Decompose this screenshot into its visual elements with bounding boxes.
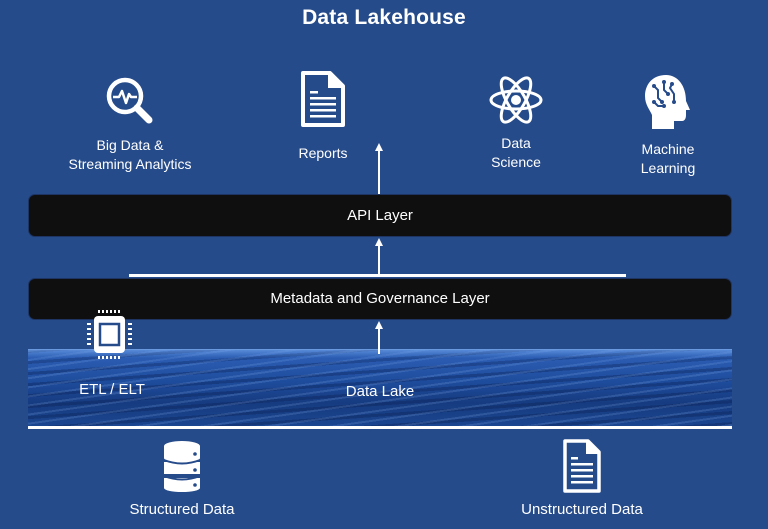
consumer-label: Big Data & Streaming Analytics [68, 137, 192, 172]
separator-line [129, 274, 626, 277]
document-icon [497, 438, 667, 494]
arrow-line [378, 245, 380, 275]
source-label: Unstructured Data [521, 501, 643, 518]
arrow-line [378, 150, 380, 194]
source-unstructured-data: Unstructured Data [497, 438, 667, 519]
consumer-machine-learning: Machine Learning [608, 72, 728, 178]
data-lake-baseline [28, 426, 732, 429]
arrow-line [378, 328, 380, 354]
metadata-governance-layer-bar: Metadata and Governance Layer [28, 278, 732, 320]
atom-icon [466, 72, 566, 128]
consumer-label: Machine Learning [640, 141, 696, 176]
processor-chip-icon [85, 309, 135, 361]
metadata-governance-layer-label: Metadata and Governance Layer [270, 290, 490, 307]
diagram-title: Data Lakehouse [302, 6, 466, 29]
arrow-up-icon [375, 321, 383, 329]
api-layer-bar: API Layer [28, 194, 732, 237]
consumer-big-data-analytics: Big Data & Streaming Analytics [45, 72, 215, 174]
brain-head-icon [608, 72, 728, 132]
magnifier-pulse-icon [45, 72, 215, 130]
document-icon [273, 70, 373, 128]
etl-elt-label: ETL / ELT [79, 381, 145, 398]
consumer-data-science: Data Science [466, 72, 566, 172]
source-label: Structured Data [129, 501, 235, 518]
consumer-reports: Reports [273, 70, 373, 163]
arrow-up-icon [375, 238, 383, 246]
data-lake-label: Data Lake [345, 383, 415, 400]
api-layer-label: API Layer [347, 207, 413, 224]
database-icon [107, 440, 257, 492]
data-lake-band [28, 349, 732, 426]
source-structured-data: Structured Data [107, 440, 257, 519]
arrow-up-icon [375, 143, 383, 151]
consumer-label: Reports [298, 145, 348, 161]
consumer-label: Data Science [491, 135, 541, 170]
